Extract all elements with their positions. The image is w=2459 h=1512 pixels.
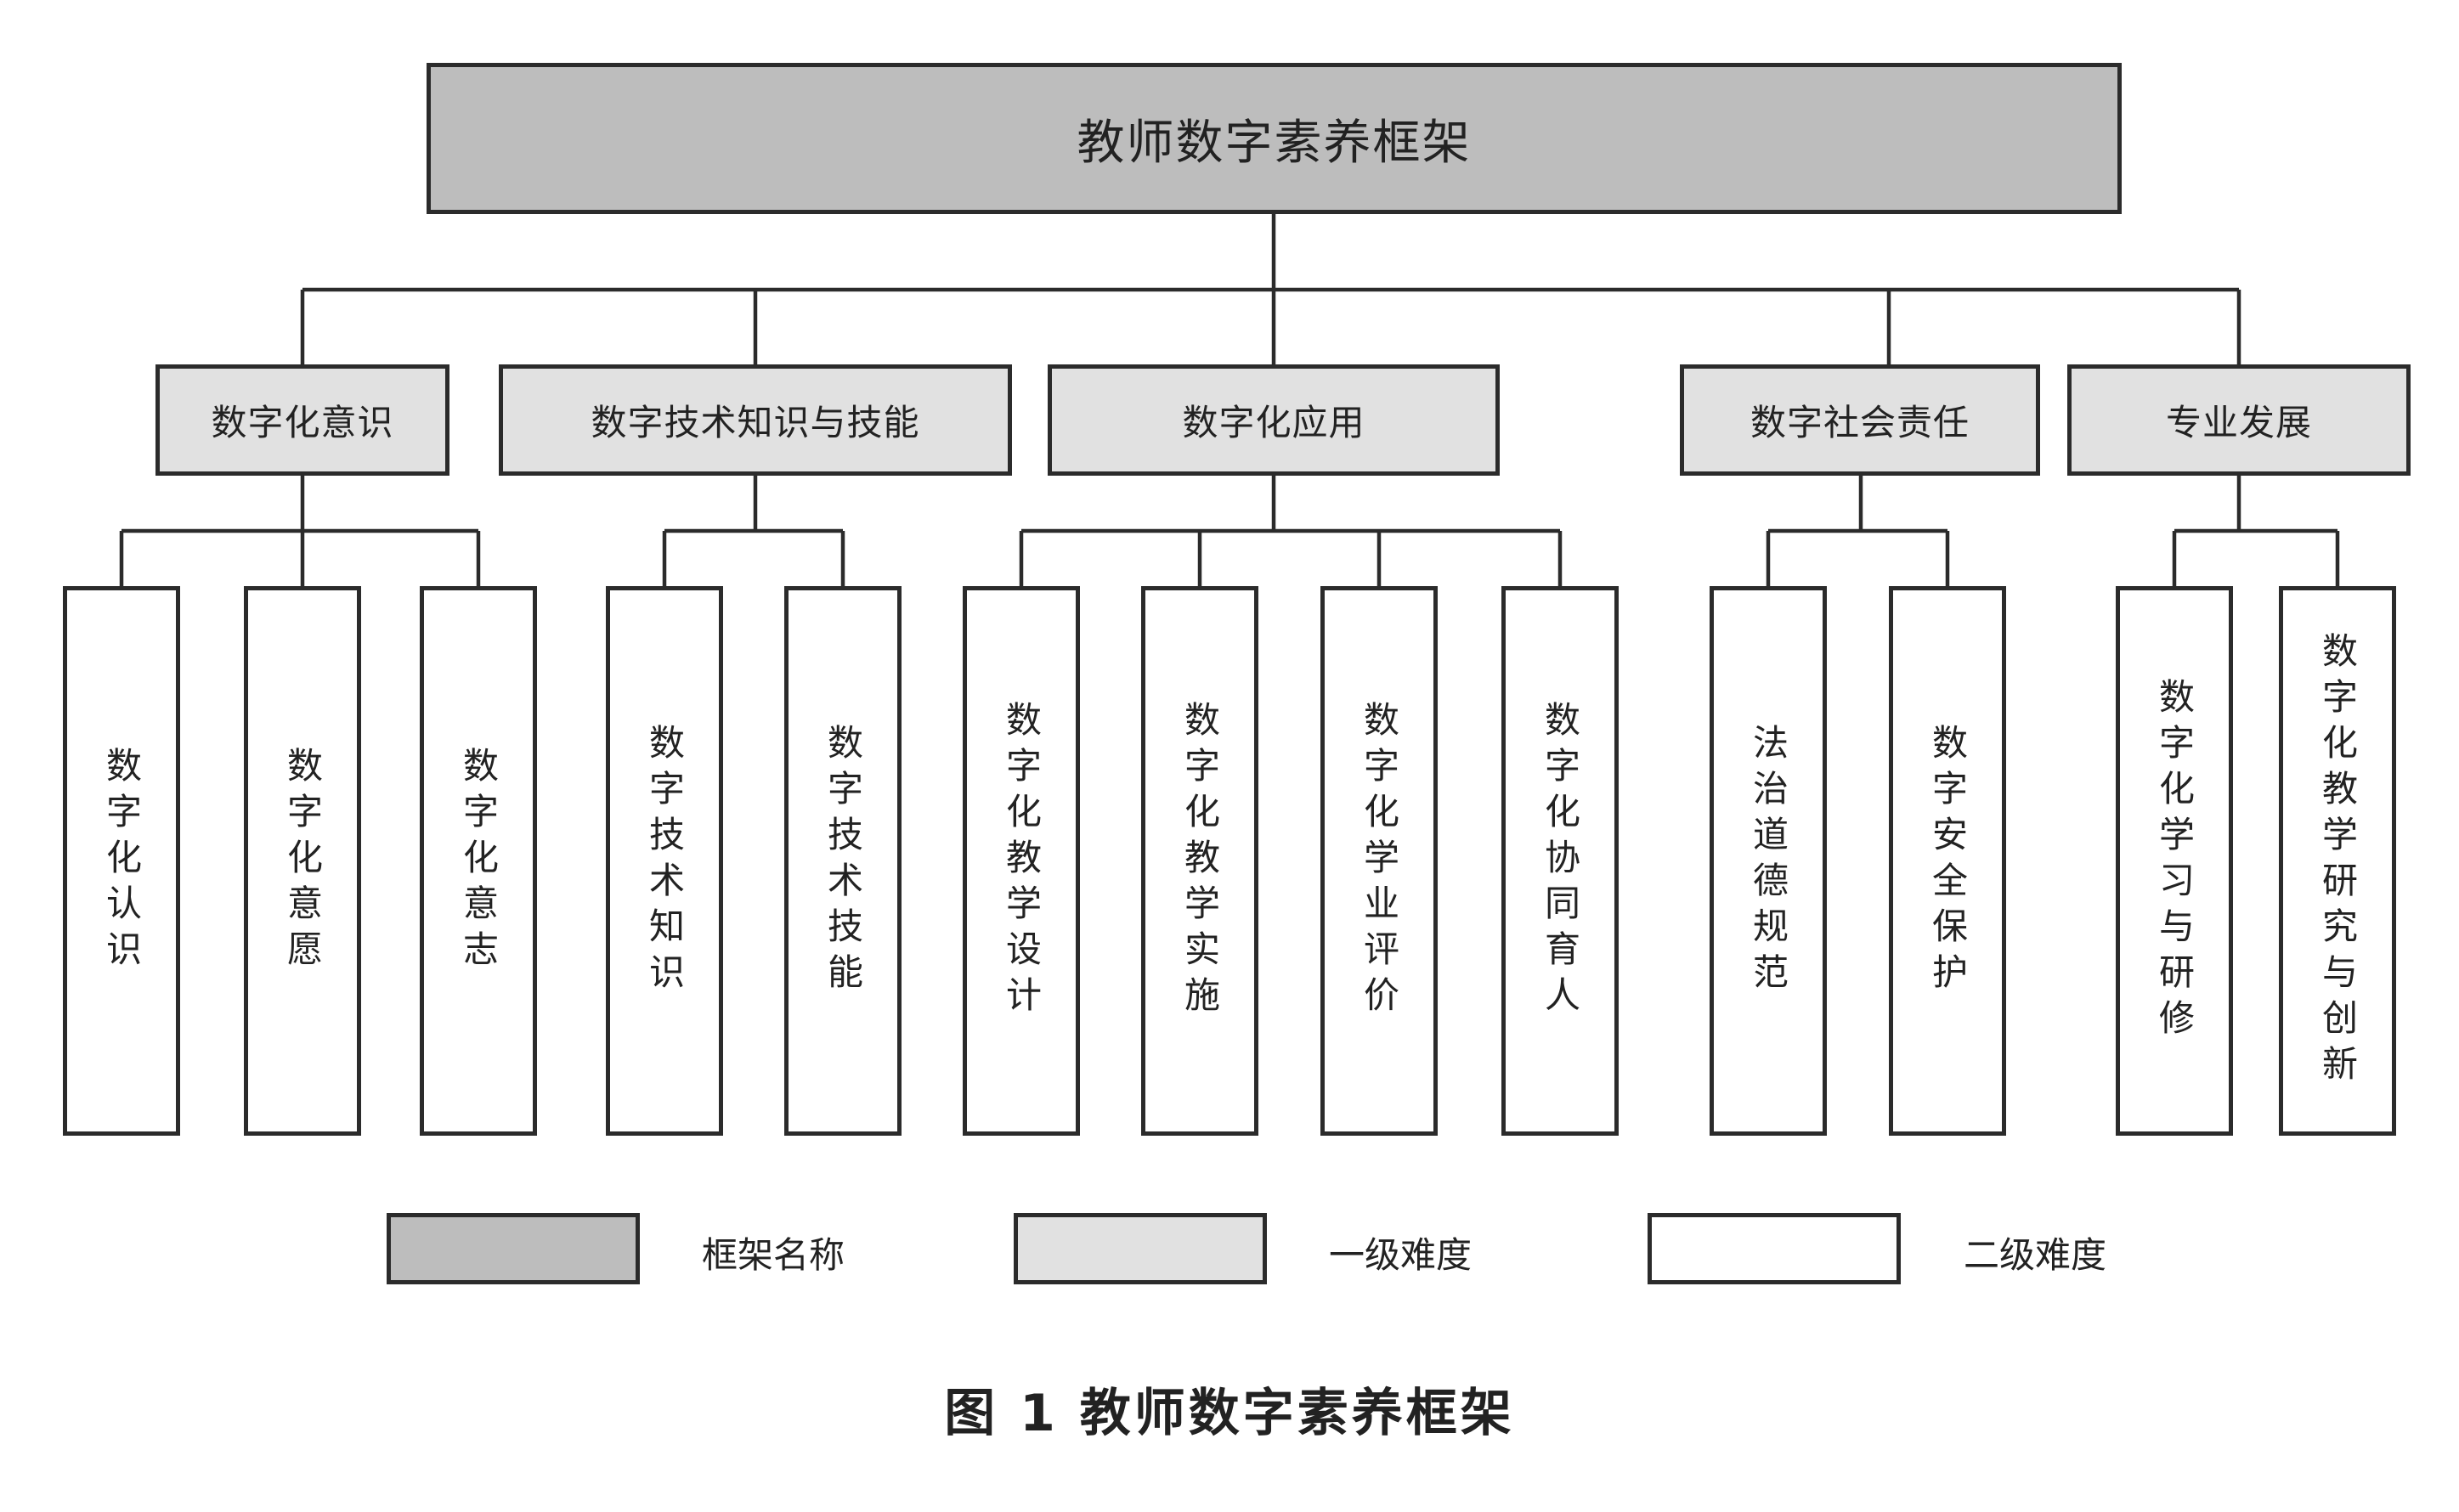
level1-label: 数字技术知识与技能 [591, 402, 920, 443]
level2-box: 数字安全保护 [1889, 586, 2006, 1136]
legend-swatch-level1 [1014, 1213, 1267, 1284]
level1-label: 数字化应用 [1182, 402, 1365, 443]
level2-label: 数字技术技能 [822, 723, 864, 999]
level2-box: 数字化意志 [420, 586, 537, 1136]
level2-label: 数字化教学研究与创新 [2316, 631, 2359, 1091]
level1-box-digital-social-responsibility: 数字社会责任 [1680, 364, 2040, 476]
level2-box: 数字化学业评价 [1320, 586, 1438, 1136]
level2-box: 数字技术技能 [784, 586, 902, 1136]
level1-label: 专业发展 [2165, 402, 2312, 443]
level1-box-digital-application: 数字化应用 [1048, 364, 1500, 476]
level2-label: 数字化认识 [100, 746, 143, 976]
level2-label: 法治道德规范 [1747, 723, 1789, 999]
level2-box: 数字技术知识 [606, 586, 723, 1136]
level2-box: 数字化学习与研修 [2116, 586, 2233, 1136]
level1-label: 数字化意识 [211, 402, 394, 443]
level2-box: 法治道德规范 [1710, 586, 1827, 1136]
level2-box: 数字化教学实施 [1141, 586, 1258, 1136]
level2-label: 数字安全保护 [1926, 723, 1969, 999]
level2-label: 数字化协同育人 [1539, 700, 1581, 1022]
legend-label: 一级难度 [1329, 1234, 1473, 1276]
level1-box-digital-awareness: 数字化意识 [155, 364, 449, 476]
level1-box-professional-development: 专业发展 [2067, 364, 2411, 476]
level2-label: 数字化教学实施 [1179, 700, 1221, 1022]
level1-label: 数字社会责任 [1750, 402, 1970, 443]
legend-swatch-framework-name [387, 1213, 640, 1284]
framework-root-label: 教师数字素养框架 [1077, 115, 1472, 171]
legend-label: 框架名称 [702, 1234, 845, 1276]
figure-caption: 图 1 教师数字素养框架 [944, 1384, 1515, 1443]
level2-label: 数字化教学设计 [1000, 700, 1043, 1022]
level2-label: 数字化意愿 [281, 746, 324, 976]
legend-label: 二级难度 [1964, 1234, 2107, 1276]
level2-box: 数字化意愿 [244, 586, 361, 1136]
level2-box: 数字化认识 [63, 586, 180, 1136]
level2-label: 数字化学业评价 [1358, 700, 1400, 1022]
level2-box: 数字化协同育人 [1501, 586, 1619, 1136]
level2-label: 数字化意志 [457, 746, 500, 976]
framework-root-box: 教师数字素养框架 [427, 63, 2122, 214]
level1-box-digital-tech-knowledge-skills: 数字技术知识与技能 [499, 364, 1012, 476]
level2-label: 数字化学习与研修 [2153, 677, 2196, 1045]
level2-label: 数字技术知识 [643, 723, 686, 999]
level2-box: 数字化教学设计 [963, 586, 1080, 1136]
legend-swatch-level2 [1648, 1213, 1901, 1284]
level2-box: 数字化教学研究与创新 [2279, 586, 2396, 1136]
